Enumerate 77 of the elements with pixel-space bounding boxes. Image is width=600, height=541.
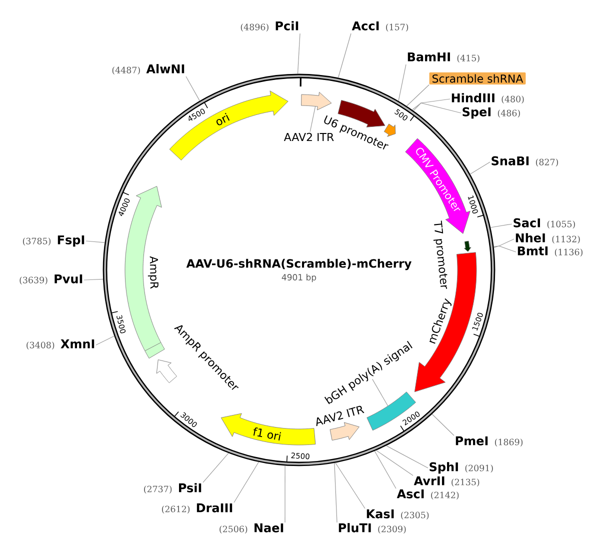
- cut-position: (1869): [495, 438, 523, 447]
- cut-position: (2091): [465, 464, 493, 473]
- leader-line: [96, 336, 115, 346]
- enzyme-name: PsiI: [179, 483, 202, 492]
- leader-line: [310, 106, 316, 132]
- cut-position: (2506): [220, 526, 248, 534]
- cut-position: (2309): [378, 526, 406, 534]
- feature-block: [301, 92, 332, 110]
- leader-line: [372, 378, 388, 406]
- cut-position: (2305): [401, 512, 429, 520]
- cut-position: (157): [386, 24, 408, 32]
- enzyme-name: XmnI: [60, 339, 94, 348]
- feature-block: [464, 240, 472, 252]
- leader-line: [374, 450, 396, 489]
- cut-position: (4896): [240, 24, 268, 32]
- plasmid-size: 4901 bp: [282, 274, 316, 282]
- enzyme-name: PvuI: [54, 274, 82, 284]
- leader-line: [376, 450, 414, 476]
- leader-line: [338, 33, 352, 78]
- enzyme-name: AlwNI: [146, 64, 184, 74]
- cut-position: (1055): [547, 220, 575, 229]
- leader-line: [284, 465, 286, 523]
- leader-line: [432, 414, 454, 436]
- leader-line: [334, 462, 338, 523]
- leader-line: [84, 278, 104, 280]
- enzyme-name: SnaBI: [492, 156, 529, 166]
- leader-line: [398, 64, 406, 102]
- leader-line: [234, 462, 259, 503]
- feature-block: f1 ori: [220, 413, 316, 446]
- leader-line: [494, 246, 516, 252]
- leader-line: [386, 445, 428, 468]
- enzyme-name: KasI: [366, 509, 394, 518]
- feature-label: AmpR: [148, 256, 158, 289]
- feature-label: AAV2 ITR: [316, 406, 364, 426]
- cut-position: (3639): [20, 276, 48, 285]
- enzyme-name: PciI: [276, 21, 298, 30]
- enzyme-name: NaeI: [254, 523, 284, 532]
- cut-position: (2612): [162, 506, 190, 514]
- cut-position: (2142): [431, 492, 459, 500]
- cut-position: (1136): [554, 248, 582, 257]
- enzyme-name: FspI: [58, 235, 84, 247]
- leader-line: [297, 33, 300, 74]
- enzyme-name: SacI: [514, 218, 540, 228]
- cut-position: (4487): [112, 66, 140, 75]
- leader-line: [490, 224, 512, 228]
- leader-line: [86, 240, 106, 243]
- enzyme-name: AvrII: [414, 476, 444, 486]
- leader-line: [186, 76, 200, 102]
- enzyme-name: SphI: [430, 462, 458, 474]
- leader-line: [335, 462, 366, 509]
- leader-line: [470, 162, 490, 174]
- plasmid-name: AAV-U6-shRNA(Scramble)-mCherry: [186, 258, 412, 270]
- enzyme-name: DraIII: [196, 503, 232, 512]
- leader-line: [412, 98, 450, 110]
- cut-position: (3408): [26, 342, 54, 350]
- leader-line: [413, 102, 462, 114]
- enzyme-name: NheI: [516, 233, 545, 242]
- cut-position: (415): [457, 54, 480, 63]
- leader-line: [202, 452, 229, 483]
- enzyme-name: BmtI: [518, 246, 548, 256]
- enzyme-name: PmeI: [456, 436, 488, 446]
- enzyme-name: PluTI: [338, 523, 371, 532]
- cut-position: (480): [502, 96, 524, 104]
- enzyme-name: HindIII: [452, 93, 494, 102]
- enzyme-name: AccI: [352, 21, 379, 30]
- leader-line: [406, 84, 430, 106]
- cut-position: (2135): [452, 478, 480, 487]
- cut-position: (1132): [552, 236, 580, 244]
- cut-position: (827): [536, 158, 558, 167]
- cut-position: (2737): [144, 486, 172, 494]
- leader-line: [494, 238, 514, 247]
- enzyme-name: BamHI: [408, 52, 450, 62]
- enzyme-name: AscI: [396, 489, 424, 498]
- enzyme-name: SpeI: [462, 107, 491, 119]
- cut-position: (486): [498, 110, 520, 118]
- feature-tag: Scramble shRNA: [429, 72, 526, 85]
- cut-position: (3785): [22, 238, 51, 246]
